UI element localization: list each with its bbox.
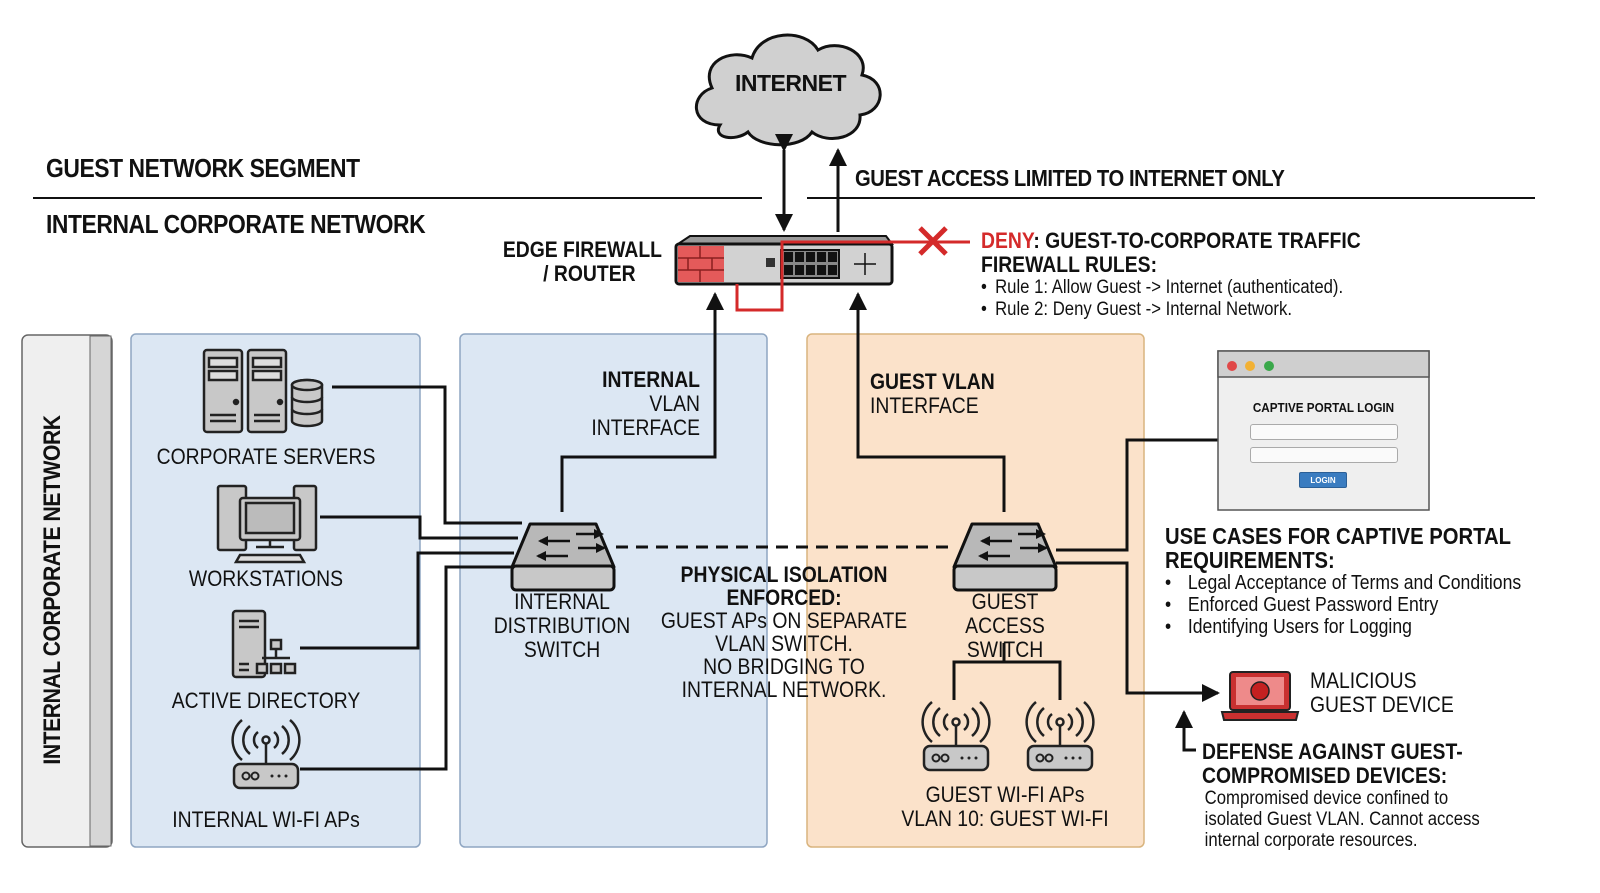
internal-devices-zone xyxy=(130,333,421,848)
firewall-device xyxy=(674,235,894,286)
malicious-device-link xyxy=(1056,561,1220,702)
device-label-wifi-aps: INTERNAL WI-FI APs xyxy=(172,807,360,832)
portal-login-button[interactable]: LOGIN xyxy=(1299,472,1347,488)
firewall-rules-panel: DENY: GUEST-TO-CORPORATE TRAFFIC FIREWAL… xyxy=(981,229,1386,321)
device-label-servers: CORPORATE SERVERS xyxy=(156,444,376,469)
use-case-item: •Enforced Guest Password Entry xyxy=(1165,594,1439,616)
portal-link xyxy=(1056,438,1218,552)
window-controls xyxy=(1227,358,1274,376)
firewall-rule: •Rule 2: Deny Guest -> Internal Network. xyxy=(981,299,1292,320)
isolation-note: PHYSICAL ISOLATION ENFORCED: GUEST APs O… xyxy=(660,562,908,702)
internal-device-links xyxy=(300,385,522,771)
guest-ap-tree xyxy=(952,643,1006,700)
guest-segment-heading: GUEST NETWORK SEGMENT xyxy=(46,153,360,183)
deny-traffic-path xyxy=(735,240,970,312)
workstation-icon xyxy=(216,484,318,564)
internal-switch-zone xyxy=(459,333,768,848)
use-case-item: •Identifying Users for Logging xyxy=(1165,616,1412,638)
internet-label: INTERNET xyxy=(735,70,847,96)
wifi-ap-icon xyxy=(921,701,991,772)
firewall-rules-title: FIREWALL RULES: xyxy=(981,252,1158,277)
portal-username-input[interactable] xyxy=(1250,424,1398,440)
close-dot-icon[interactable] xyxy=(1227,361,1237,371)
guest-ap-tree-right xyxy=(1004,660,1062,700)
firewall-label-line2: / ROUTER xyxy=(543,261,636,286)
internal-switch-device xyxy=(510,522,616,592)
device-label-workstations: WORKSTATIONS xyxy=(188,566,344,591)
defense-pointer xyxy=(1175,710,1196,752)
sidebar-panel-edge xyxy=(89,335,112,847)
captive-portal-title: CAPTIVE PORTAL LOGIN xyxy=(1252,400,1395,415)
internal-uplink xyxy=(560,292,724,512)
deny-label: DENY xyxy=(981,228,1034,253)
malicious-laptop-icon xyxy=(1220,671,1300,721)
use-case-item: •Legal Acceptance of Terms and Condition… xyxy=(1165,572,1522,594)
server-icon xyxy=(202,348,324,434)
firewall-label-line1: EDGE FIREWALL xyxy=(502,237,662,262)
directory-icon xyxy=(231,609,297,679)
firewall-rule: •Rule 1: Allow Guest -> Internet (authen… xyxy=(981,277,1344,298)
move-icon xyxy=(854,253,876,275)
portal-password-input[interactable] xyxy=(1250,447,1398,463)
internal-network-heading: INTERNAL CORPORATE NETWORK xyxy=(46,209,426,239)
defense-panel: DEFENSE AGAINST GUEST- COMPROMISED DEVIC… xyxy=(1202,739,1480,852)
wifi-ap-icon xyxy=(1025,701,1095,772)
minimize-dot-icon[interactable] xyxy=(1245,361,1256,371)
guest-switch-device xyxy=(952,522,1058,592)
maximize-dot-icon[interactable] xyxy=(1263,361,1274,371)
deny-x-icon xyxy=(918,226,948,256)
sidebar-label: INTERNAL CORPORATE NETWORK xyxy=(39,415,66,765)
use-cases-panel: USE CASES FOR CAPTIVE PORTAL REQUIREMENT… xyxy=(1165,524,1570,638)
guest-limit-note: GUEST ACCESS LIMITED TO INTERNET ONLY xyxy=(855,165,1285,191)
guest-uplink xyxy=(849,292,1006,512)
wifi-ap-icon xyxy=(231,719,301,790)
firewall-rules-list: •Rule 1: Allow Guest -> Internet (authen… xyxy=(981,277,1386,321)
device-label-active-directory: ACTIVE DIRECTORY xyxy=(171,688,361,713)
firewall-label: EDGE FIREWALL / ROUTER xyxy=(502,238,662,286)
deny-description: : GUEST-TO-CORPORATE TRAFFIC xyxy=(1033,228,1361,253)
